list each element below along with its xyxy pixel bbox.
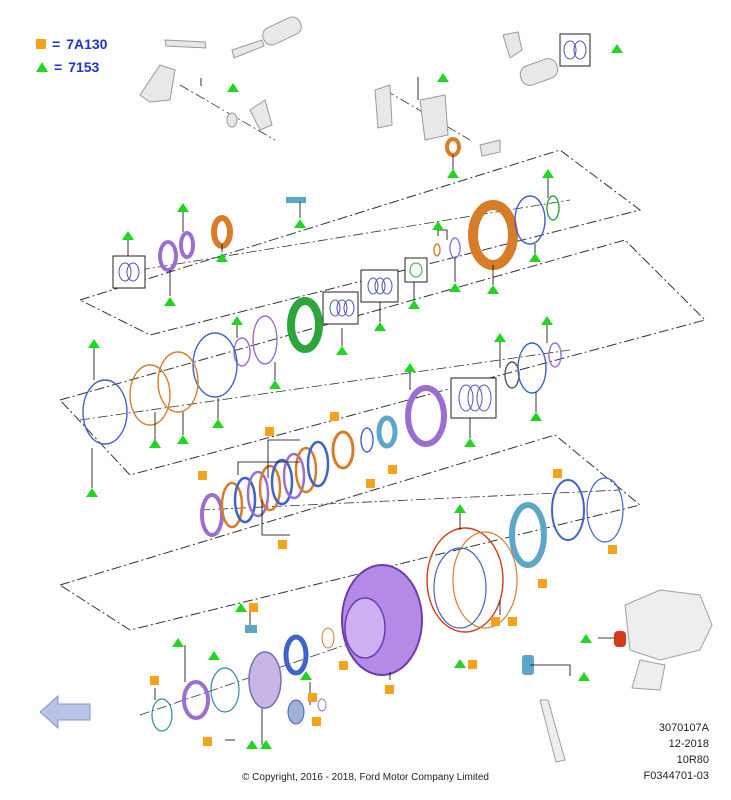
triangle-markers: [86, 44, 623, 749]
spring-boxes: [112, 33, 591, 419]
legend-square: = 7A130: [36, 36, 107, 52]
legend-triangle: = 7153: [36, 59, 99, 75]
figure-id: F0344701-03: [643, 770, 709, 782]
gray-housing: [539, 589, 713, 763]
triangle-legend-icon: [36, 62, 48, 72]
drawing-info: 3070107A 12-2018 10R80 F0344701-03: [644, 720, 709, 784]
transmission-model: 10R80: [676, 754, 709, 766]
gray-parts-right: [374, 31, 559, 157]
gray-parts-left: [139, 16, 302, 131]
group-outlines: [58, 149, 706, 631]
spring-coils: [118, 40, 587, 412]
clutch-pack: [200, 440, 330, 537]
legend-triangle-code: 7153: [68, 59, 100, 75]
ring-parts: [82, 195, 562, 470]
square-legend-icon: [36, 39, 46, 49]
lower-parts: [151, 137, 626, 732]
drawing-number: 3070107A: [658, 722, 709, 734]
copyright-text: © Copyright, 2016 - 2018, Ford Motor Com…: [242, 772, 489, 783]
front-arrow-icon: [39, 694, 91, 730]
legend-equals: =: [54, 59, 63, 75]
legend-square-code: 7A130: [66, 36, 108, 52]
drawing-date: 12-2018: [668, 738, 709, 750]
square-markers: [150, 412, 617, 746]
legend-equals: =: [52, 36, 61, 52]
